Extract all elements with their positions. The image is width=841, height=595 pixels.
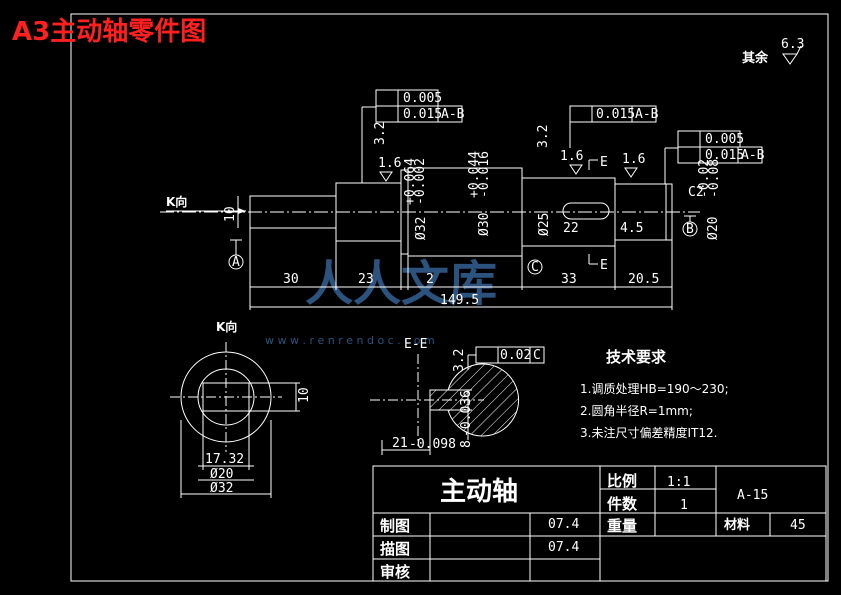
count-value: 1 bbox=[680, 498, 688, 513]
dim-chamfer: C2 bbox=[688, 185, 704, 200]
svg-text:1.6: 1.6 bbox=[560, 149, 583, 164]
svg-text:1.6: 1.6 bbox=[378, 156, 401, 171]
traced-date: 07.4 bbox=[548, 540, 579, 555]
svg-text:0.02: 0.02 bbox=[500, 348, 531, 363]
dim-len-2: 2 bbox=[426, 272, 434, 287]
requirement-item: 1.调质处理HB=190～230; bbox=[580, 382, 729, 396]
tolerance-frames: 0.005 0.015 A-B 0.015 A-B 0.005 0.015 A-… bbox=[361, 89, 765, 370]
title-block: 主动轴 比例 1:1 件数 1 重量 A-15 材料 45 制图 07.4 描图… bbox=[372, 465, 827, 582]
requirements-title: 技术要求 bbox=[606, 348, 667, 366]
section-mark-bottom: E bbox=[600, 258, 608, 273]
k-view-dim-dia32: Ø32 bbox=[210, 481, 233, 496]
svg-text:-0.016: -0.016 bbox=[477, 151, 492, 198]
svg-text:0.005: 0.005 bbox=[403, 91, 442, 106]
surface-roughness: 其余 6.3 3.2 1.6 3.2 1.6 1.6 3.2 bbox=[373, 37, 804, 372]
svg-text:-0.08: -0.08 bbox=[707, 159, 722, 198]
svg-text:-0.098: -0.098 bbox=[409, 437, 456, 452]
scale-value: 1:1 bbox=[667, 475, 690, 490]
svg-text:C: C bbox=[533, 348, 541, 363]
datums: A B C bbox=[228, 215, 698, 275]
weight-label: 重量 bbox=[607, 517, 637, 535]
k-view: K向 10 17.32 Ø20 Ø32 bbox=[170, 319, 312, 498]
k-view-dim-17-32: 17.32 bbox=[205, 452, 244, 467]
material-value: 45 bbox=[790, 518, 806, 533]
section-e-e: E-E 21 -0.098 8 -0.036 bbox=[370, 337, 520, 455]
dim-dia-32: Ø32 bbox=[414, 217, 429, 240]
svg-text:3.2: 3.2 bbox=[452, 349, 467, 372]
k-view-dim-dia20: Ø20 bbox=[210, 467, 233, 482]
svg-text:0.015: 0.015 bbox=[403, 107, 442, 122]
svg-text:0.015: 0.015 bbox=[596, 107, 635, 122]
datum-a: A bbox=[232, 255, 240, 270]
k-view-title: K向 bbox=[216, 319, 237, 334]
length-dimensions: 30 23 2 33 20.5 149.5 bbox=[249, 228, 673, 310]
scale-label: 比例 bbox=[607, 472, 637, 490]
checked-label: 审核 bbox=[380, 563, 410, 581]
diameter-labels: 10 Ø32 +0.064 -0.002 Ø30 +0.044 -0.016 Ø… bbox=[223, 151, 722, 240]
datum-b: B bbox=[686, 222, 694, 237]
dim-keyway-length: 22 bbox=[563, 221, 579, 236]
section-dim-21: 21 bbox=[392, 436, 408, 451]
traced-label: 描图 bbox=[380, 540, 410, 558]
requirement-item: 2.圆角半径R=1mm; bbox=[580, 404, 693, 418]
rest-surface-label: 其余 bbox=[742, 50, 769, 66]
technical-requirements: 技术要求 1.调质处理HB=190～230; 2.圆角半径R=1mm; 3.未注… bbox=[580, 348, 729, 440]
section-mark-top: E bbox=[600, 155, 608, 170]
svg-text:0.015: 0.015 bbox=[705, 148, 744, 163]
count-label: 件数 bbox=[607, 495, 638, 513]
dim-len-23: 23 bbox=[358, 272, 374, 287]
svg-text:3.2: 3.2 bbox=[536, 125, 551, 148]
svg-text:-0.002: -0.002 bbox=[413, 158, 428, 205]
drawing-number: A-15 bbox=[737, 488, 768, 503]
dim-len-total: 149.5 bbox=[440, 293, 479, 308]
svg-text:+0.064: +0.064 bbox=[403, 158, 418, 205]
dim-dia-30: Ø30 bbox=[477, 213, 492, 236]
svg-text:3.2: 3.2 bbox=[373, 122, 388, 145]
dim-len-30: 30 bbox=[283, 272, 299, 287]
page-title: A3主动轴零件图 bbox=[12, 17, 206, 47]
k-view-arrow-label: K向 bbox=[166, 194, 187, 209]
datum-c: C bbox=[531, 260, 539, 275]
dim-dia-20: Ø20 bbox=[706, 217, 721, 240]
section-dim-8: 8 bbox=[459, 440, 474, 448]
part-name: 主动轴 bbox=[440, 477, 518, 507]
dim-keyway-offset: 4.5 bbox=[620, 221, 643, 236]
svg-text:-0.036: -0.036 bbox=[459, 390, 474, 437]
dim-dia-25: Ø25 bbox=[537, 213, 552, 236]
material-label: 材料 bbox=[724, 517, 750, 533]
svg-text:+0.044: +0.044 bbox=[467, 151, 482, 198]
svg-text:1.6: 1.6 bbox=[622, 152, 645, 167]
section-title: E-E bbox=[404, 337, 427, 352]
drawn-date: 07.4 bbox=[548, 517, 579, 532]
svg-text:6.3: 6.3 bbox=[781, 37, 804, 52]
svg-text:A-B: A-B bbox=[441, 107, 465, 122]
svg-text:-0.02: -0.02 bbox=[697, 159, 712, 198]
svg-text:A-B: A-B bbox=[635, 107, 659, 122]
k-view-dim-10: 10 bbox=[297, 387, 312, 403]
watermark-url: w w w . r e n r e n d o c . c o m bbox=[265, 334, 435, 347]
drawn-label: 制图 bbox=[380, 517, 410, 535]
svg-text:A-B: A-B bbox=[741, 148, 765, 163]
dim-len-20-5: 20.5 bbox=[628, 272, 659, 287]
dim-dia-10: 10 bbox=[223, 206, 238, 222]
dim-len-33: 33 bbox=[561, 272, 577, 287]
keyway-slot bbox=[562, 202, 610, 220]
shaft-main-view: E E K向 bbox=[160, 155, 700, 273]
requirement-item: 3.未注尺寸偏差精度IT12. bbox=[580, 425, 717, 440]
svg-text:0.005: 0.005 bbox=[705, 132, 744, 147]
